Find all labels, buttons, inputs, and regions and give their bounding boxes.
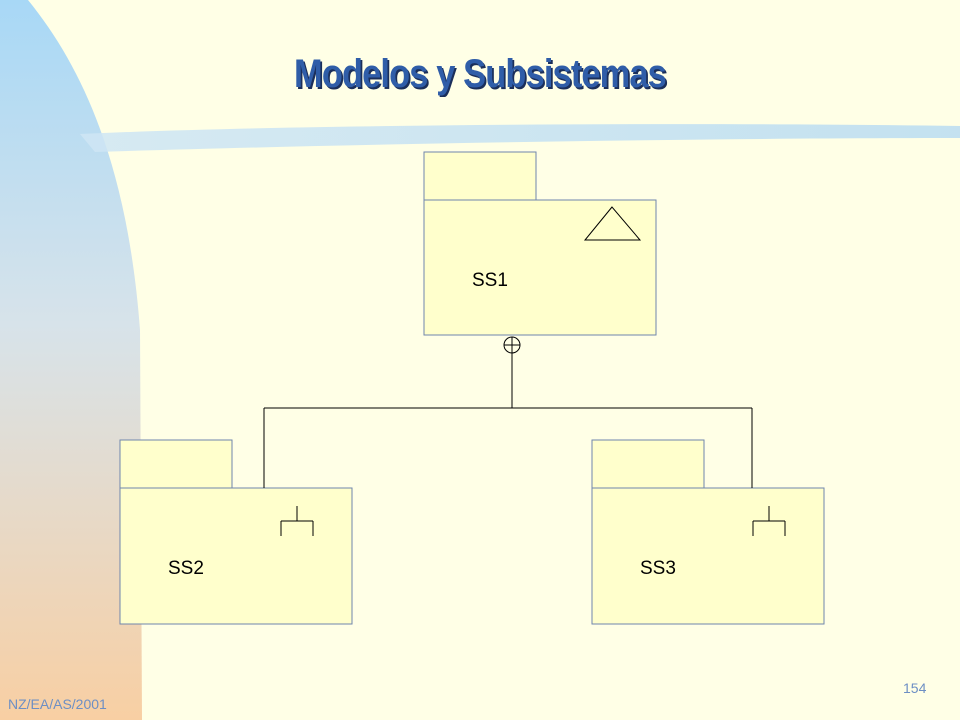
containment-connector <box>263 336 753 488</box>
package-ss1[interactable] <box>423 151 657 336</box>
package-ss2-body <box>119 487 353 625</box>
package-ss1-tab <box>423 151 537 201</box>
page-number: 154 <box>903 680 927 696</box>
slide-title: Modelos y Subsistemas <box>294 52 667 96</box>
left-gradient-band <box>0 0 142 720</box>
package-ss3-label: SS3 <box>640 558 676 579</box>
package-ss1-body <box>423 199 657 336</box>
header-swoosh <box>80 124 960 152</box>
package-ss3-body <box>591 487 825 625</box>
package-ss3-tab <box>591 439 705 489</box>
package-ss2-label: SS2 <box>168 558 204 579</box>
fork-subsystem-icon <box>280 506 314 536</box>
footer-author-code: NZ/EA/AS/2001 <box>8 696 107 712</box>
package-ss2-tab <box>119 439 233 489</box>
package-ss3[interactable] <box>591 439 825 625</box>
package-ss2[interactable] <box>119 439 353 625</box>
fork-subsystem-icon <box>752 506 786 536</box>
package-ss1-label: SS1 <box>472 270 508 291</box>
triangle-model-icon <box>583 206 642 241</box>
